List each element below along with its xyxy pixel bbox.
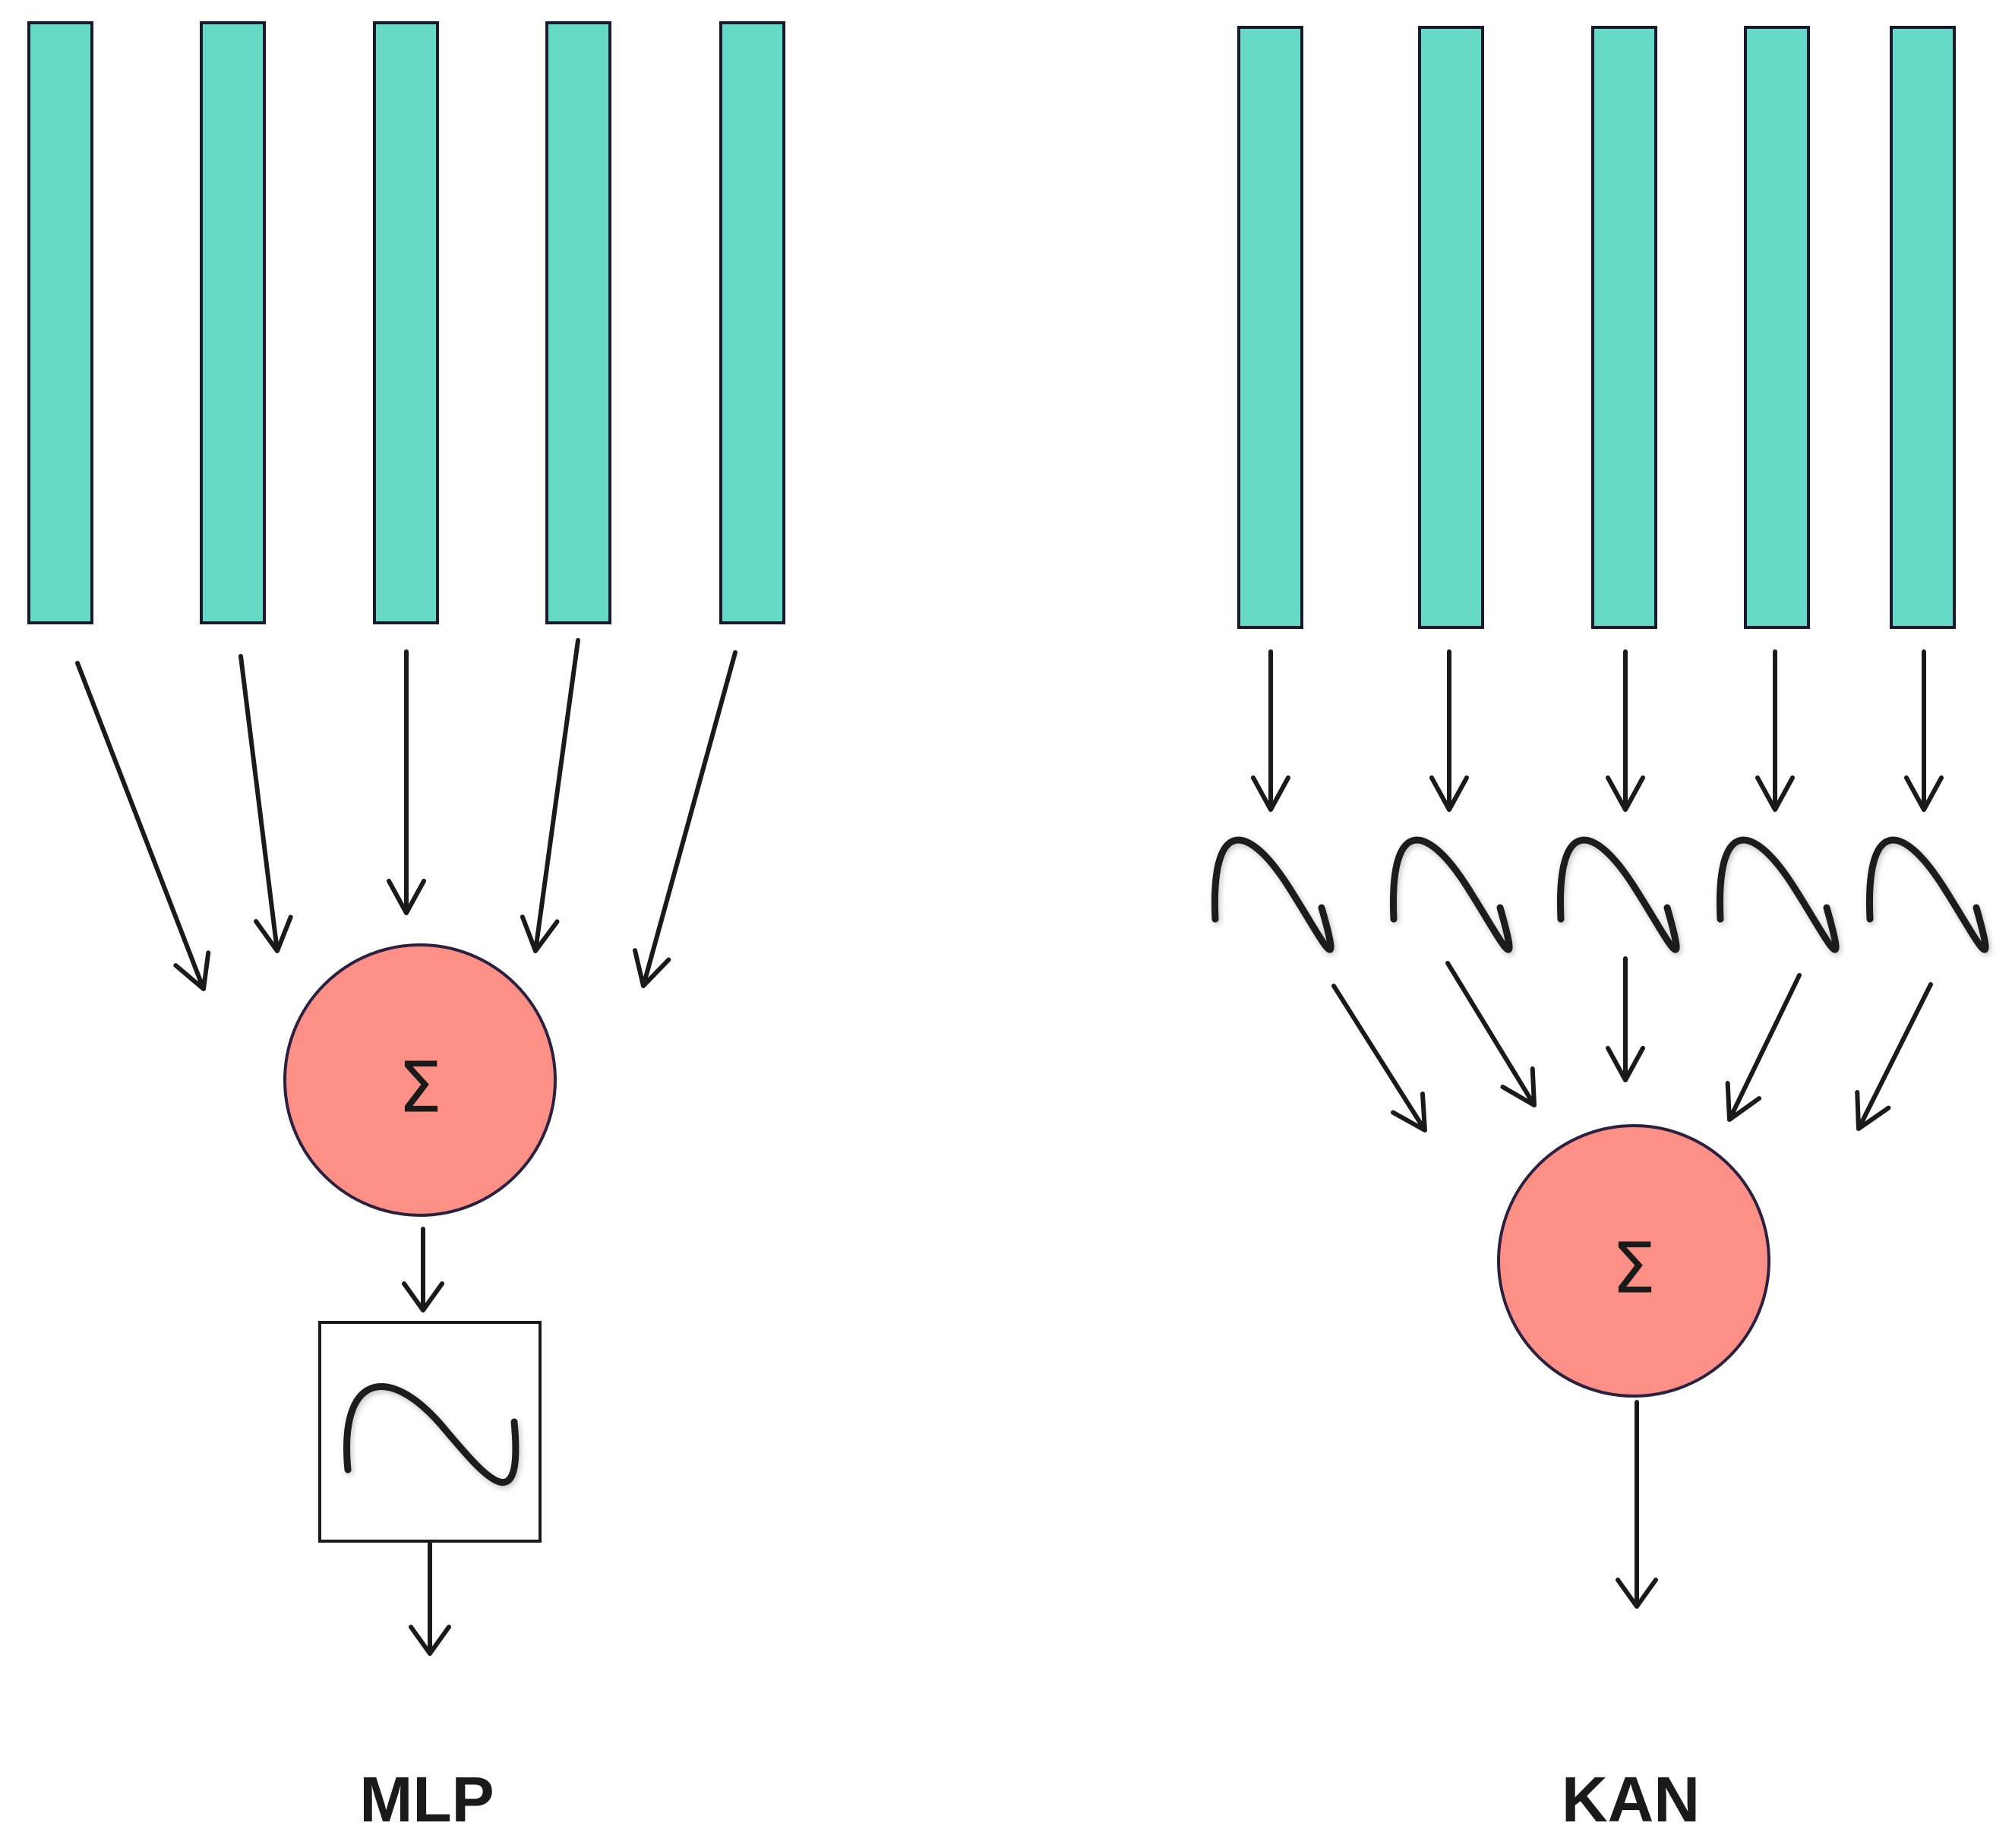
mlp-input-bar <box>373 21 439 624</box>
kan-input-arrows <box>1250 649 1944 812</box>
kan-input-bar <box>1890 26 1956 629</box>
kan-output-arrow <box>1616 1400 1658 1609</box>
kan-converging-arrow <box>1605 956 1646 1082</box>
kan-input-arrow <box>1429 649 1470 812</box>
mlp-output-arrow <box>409 1541 451 1656</box>
kan-input-arrow <box>1250 649 1291 812</box>
kan-sum-symbol: Σ <box>1612 1228 1656 1309</box>
mlp-input-arrow <box>633 650 738 988</box>
sine-wave-icon <box>1865 836 1989 953</box>
mlp-input-arrow <box>386 649 427 915</box>
kan-input-bar <box>1744 26 1810 629</box>
kan-input-arrow <box>1755 649 1796 812</box>
mlp-node-to-activation-arrow <box>402 1227 444 1313</box>
mlp-sum-symbol: Σ <box>398 1047 442 1129</box>
sine-wave-icon <box>1389 836 1513 953</box>
kan-sum-node: Σ <box>1497 1124 1770 1398</box>
mlp-input-bar <box>545 21 611 624</box>
mlp-input-arrows <box>75 638 738 991</box>
mlp-caption: MLP <box>359 1764 494 1835</box>
kan-edge-activations <box>1211 836 1989 953</box>
sine-wave-icon <box>1211 836 1334 953</box>
kan-input-bar <box>1591 26 1657 629</box>
sine-wave-icon <box>1556 836 1680 953</box>
mlp-input-arrow <box>238 654 293 953</box>
kan-sum-circle <box>1497 1124 1770 1398</box>
kan-caption: KAN <box>1562 1764 1700 1835</box>
sine-wave-icon <box>343 1383 520 1486</box>
kan-converging-arrows <box>1331 956 1933 1132</box>
kan-inputs <box>1237 26 1956 629</box>
kan-input-bar <box>1418 26 1484 629</box>
kan-converging-arrow <box>1445 961 1537 1107</box>
mlp-activation-box <box>318 1321 542 1543</box>
kan-panel: Σ KAN <box>1211 26 1989 1835</box>
mlp-input-arrow <box>75 661 211 991</box>
kan-input-arrow <box>1903 649 1944 812</box>
mlp-panel: Σ MLP <box>27 21 785 1835</box>
kan-converging-arrow <box>1331 984 1427 1132</box>
mlp-input-bar <box>200 21 266 624</box>
mlp-inputs <box>27 21 785 624</box>
kan-converging-arrow <box>1725 973 1802 1122</box>
kan-input-arrow <box>1605 649 1646 812</box>
mlp-activation-frame <box>318 1321 542 1543</box>
mlp-sum-node: Σ <box>283 943 557 1217</box>
mlp-input-bar <box>719 21 785 624</box>
mlp-sum-circle <box>283 943 557 1217</box>
sine-wave-icon <box>1716 836 1840 953</box>
kan-input-bar <box>1237 26 1303 629</box>
kan-converging-arrow <box>1855 982 1933 1131</box>
mlp-input-bar <box>27 21 93 624</box>
mlp-input-arrow <box>520 638 580 953</box>
